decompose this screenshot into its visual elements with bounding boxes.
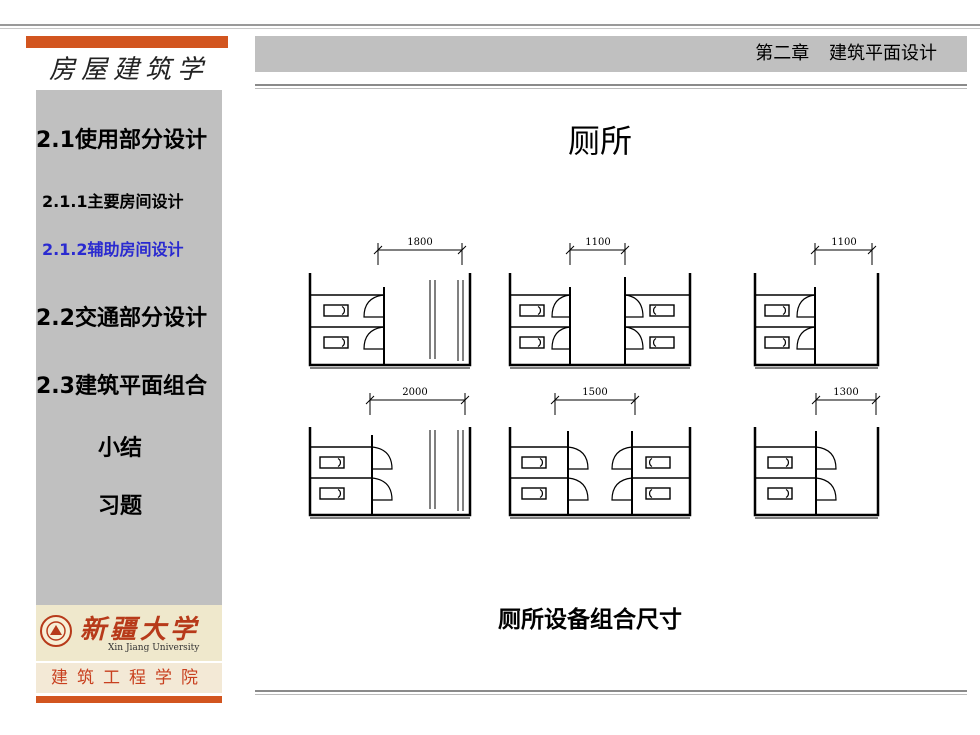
university-subtitle: Xin Jiang University (108, 643, 200, 653)
nav-item-summary[interactable]: 小结 (98, 436, 143, 461)
top-rule-thin (0, 28, 980, 29)
dim-label: 1100 (585, 237, 610, 248)
nav-item-circulation-design[interactable]: 2.2交通部分设计 (36, 306, 207, 331)
chapter-header: 第二章 建筑平面设计 (255, 36, 967, 72)
university-emblem-icon (40, 615, 72, 647)
nav-item-usage-design[interactable]: 2.1使用部分设计 (36, 128, 207, 153)
accent-bar-bottom (36, 696, 222, 703)
layout-e: 1500 (508, 387, 692, 519)
layout-a: 1800 (308, 237, 472, 369)
chapter-title: 第二章 建筑平面设计 (755, 43, 937, 64)
footer-rule-thin (255, 694, 967, 695)
dim-label: 2000 (402, 387, 427, 398)
toilet-layout-diagram: 1800 1100 (308, 237, 881, 519)
college-name: 建筑工程学院 (36, 663, 222, 693)
sidebar-nav: 2.1使用部分设计 2.1.1主要房间设计 2.1.2辅助房间设计 2.2交通部… (36, 90, 222, 605)
course-title: 房屋建筑学 (48, 55, 209, 85)
layout-f: 1300 (753, 387, 881, 519)
university-logo: 新疆大学 Xin Jiang University (36, 605, 222, 661)
accent-bar-top (26, 36, 228, 48)
university-name: 新疆大学 (80, 615, 201, 645)
dim-label: 1800 (407, 237, 432, 248)
header-rule (255, 84, 967, 86)
layout-c: 1100 (753, 237, 880, 369)
top-rule (0, 24, 980, 26)
nav-item-exercises[interactable]: 习题 (98, 494, 143, 519)
nav-item-plan-composition[interactable]: 2.3建筑平面组合 (36, 374, 207, 399)
dim-label: 1300 (833, 387, 858, 398)
dim-label: 1100 (831, 237, 856, 248)
figure-caption: 厕所设备组合尺寸 (498, 607, 682, 633)
header-rule-thin (255, 88, 967, 89)
layout-d: 2000 (308, 387, 472, 519)
layout-b: 1100 (508, 237, 692, 369)
nav-item-main-rooms[interactable]: 2.1.1主要房间设计 (42, 192, 184, 211)
footer-rule (255, 690, 967, 692)
nav-item-auxiliary-rooms[interactable]: 2.1.2辅助房间设计 (42, 240, 184, 259)
slide-title: 厕所 (567, 122, 632, 160)
dim-label: 1500 (582, 387, 607, 398)
